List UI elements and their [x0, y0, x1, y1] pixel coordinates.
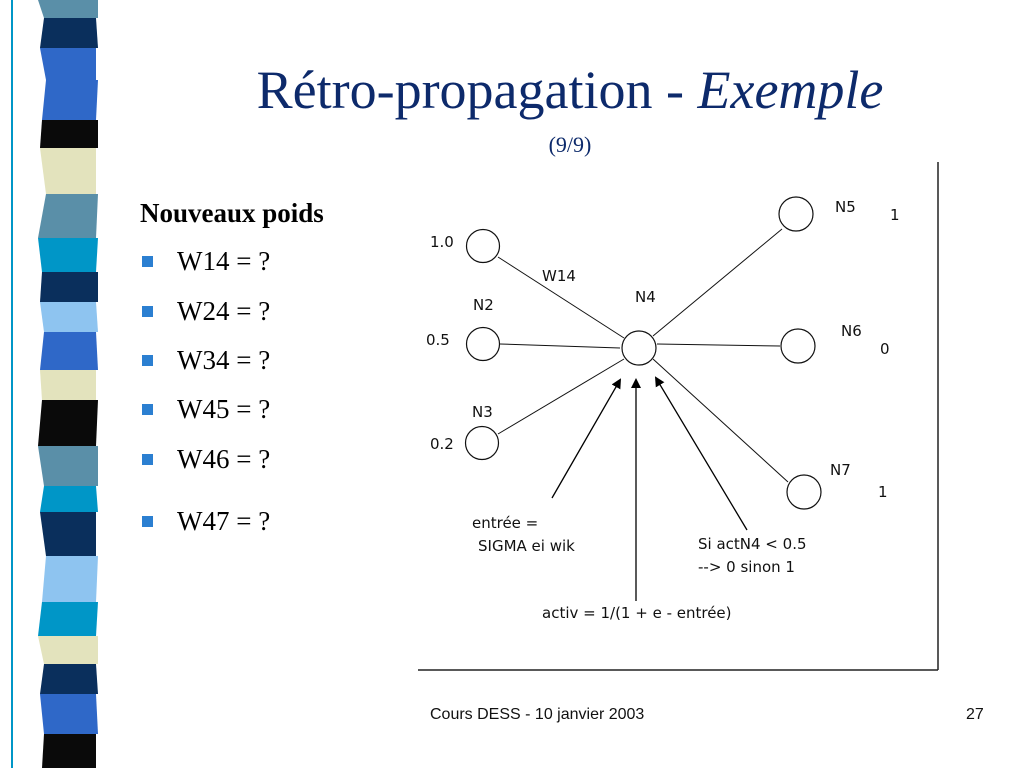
footer-page-number: 27	[966, 706, 984, 723]
output-name-n5: N5	[835, 198, 856, 216]
bullet-text: W34 = ?	[177, 345, 271, 375]
stripe-band	[38, 400, 98, 446]
list-item: W46 = ?	[140, 444, 270, 475]
neural-network-diagram: 1.0 N2 0.5 N3 0.2 N4 W14 N5 1 N6 0 N7 1 …	[418, 162, 939, 671]
output-node-n5	[778, 196, 814, 232]
stripe-band	[38, 0, 98, 18]
annotation-activation: activ = 1/(1 + e - entrée)	[542, 604, 732, 622]
output-target-n5: 1	[890, 206, 900, 224]
bullet-square-icon	[142, 355, 153, 366]
input-value-1: 1.0	[430, 233, 454, 251]
stripe-band	[40, 694, 98, 734]
edge-n4-n6	[656, 343, 781, 347]
input-node-1	[465, 228, 501, 264]
stripe-band	[38, 194, 98, 238]
output-name-n6: N6	[841, 322, 862, 340]
input-node-2	[465, 326, 501, 362]
edge-n1-n4	[497, 256, 625, 339]
edge-n3-n4	[497, 358, 625, 435]
input-value-3: 0.2	[430, 435, 454, 453]
list-item: W47 = ?	[140, 506, 270, 537]
list-item: W24 = ?	[140, 296, 270, 327]
stripe-band	[38, 602, 98, 636]
bullet-square-icon	[142, 256, 153, 267]
hidden-node-label: N4	[635, 288, 656, 306]
footer-course: Cours DESS - 10 janvier 2003	[430, 706, 645, 723]
output-target-n6: 0	[880, 340, 890, 358]
title-main: Rétro-propagation -	[256, 60, 698, 120]
annotation-input-line2: SIGMA ei wik	[478, 537, 575, 555]
arrow-threshold	[654, 376, 748, 531]
stripe-band	[38, 636, 98, 664]
output-node-n7	[786, 474, 822, 510]
bullet-text: W46 = ?	[177, 444, 271, 474]
title-emphasis: Exemple	[697, 60, 884, 120]
stripe-band	[42, 734, 96, 768]
decorative-stripe	[11, 0, 98, 768]
stripe-band	[40, 48, 96, 80]
bullet-text: W45 = ?	[177, 394, 271, 424]
stripe-band	[40, 148, 96, 194]
stripe-band	[40, 332, 98, 370]
section-heading: Nouveaux poids	[140, 198, 324, 228]
stripe-band	[40, 486, 98, 512]
stripe-band	[38, 238, 98, 272]
annotation-threshold-line2: --> 0 sinon 1	[698, 558, 795, 576]
input-name-2: N2	[473, 296, 494, 314]
arrow-input-sum	[551, 378, 621, 499]
input-name-3: N3	[472, 403, 493, 421]
output-node-n6	[780, 328, 816, 364]
stripe-band	[42, 80, 98, 120]
hidden-node-n4	[621, 330, 657, 366]
list-item: W14 = ?	[140, 246, 270, 277]
bullet-text: W14 = ?	[177, 246, 271, 276]
edge-n4-n5	[652, 228, 783, 337]
stripe-band	[38, 446, 98, 486]
stripe-band	[42, 556, 98, 602]
edge-n2-n4	[499, 343, 621, 349]
input-node-3	[464, 425, 500, 461]
bullet-square-icon	[142, 306, 153, 317]
edge-n4-n7	[652, 358, 789, 483]
stripe-band	[40, 120, 98, 148]
slide-title: Rétro-propagation - Exemple	[150, 58, 990, 122]
output-name-n7: N7	[830, 461, 851, 479]
stripe-band	[40, 18, 98, 48]
bullet-text: W24 = ?	[177, 296, 271, 326]
annotation-input-line1: entrée =	[472, 514, 538, 532]
bullet-square-icon	[142, 454, 153, 465]
edge-weight-label: W14	[542, 267, 576, 285]
bullet-square-icon	[142, 404, 153, 415]
list-item: W45 = ?	[140, 394, 270, 425]
annotation-threshold-line1: Si actN4 < 0.5	[698, 535, 807, 553]
stripe-band	[40, 512, 96, 556]
stripe-band	[40, 664, 98, 694]
output-target-n7: 1	[878, 483, 888, 501]
stripe-band	[40, 370, 96, 400]
input-value-2: 0.5	[426, 331, 450, 349]
bullet-square-icon	[142, 516, 153, 527]
stripe-band	[40, 302, 98, 332]
bullet-text: W47 = ?	[177, 506, 271, 536]
slide-subtitle: (9/9)	[548, 132, 592, 157]
list-item: W34 = ?	[140, 345, 270, 376]
stripe-band	[40, 272, 98, 302]
